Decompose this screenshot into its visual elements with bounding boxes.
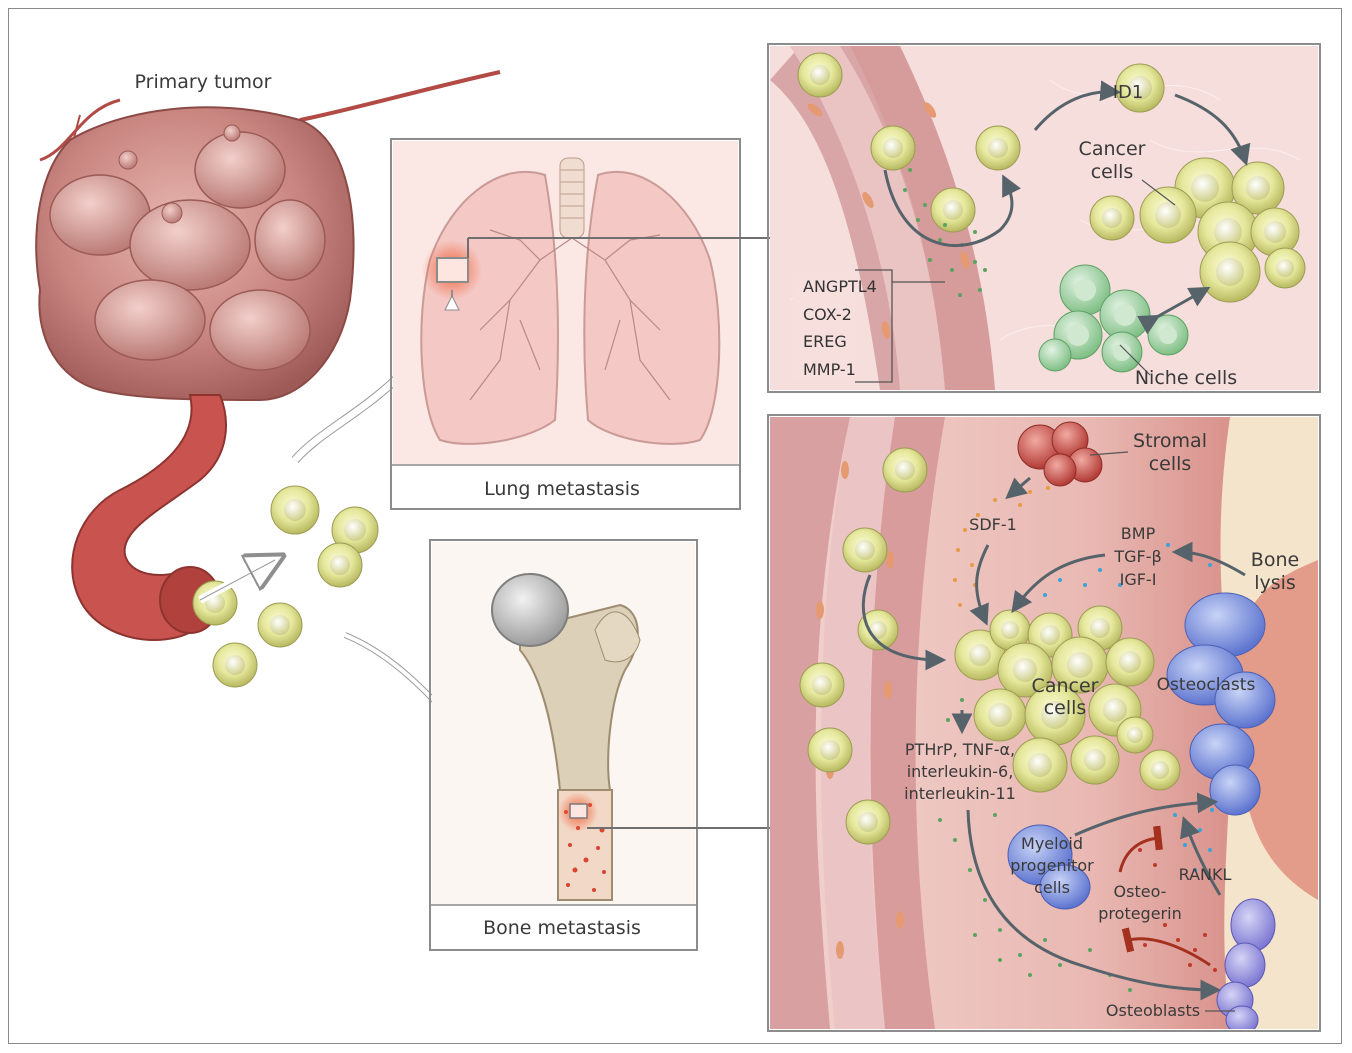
lung-panel: [391, 139, 740, 509]
igf-label: IGF-I: [1120, 570, 1157, 589]
bone-cancer-cells-label-line2: cells: [1044, 697, 1087, 719]
myeloid-label-line2: progenitor: [1010, 856, 1094, 875]
gene-angptl4: ANGPTL4: [803, 277, 877, 296]
pthrp-label-line3: interleukin-11: [904, 784, 1016, 803]
osteoprotegerin-label-line2: protegerin: [1098, 904, 1181, 923]
bone-lysis-label-line2: lysis: [1254, 572, 1296, 594]
bone-cancer-cells-label-line1: Cancer: [1032, 675, 1099, 697]
gene-mmp1: MMP-1: [803, 360, 856, 379]
primary-tumor-label: Primary tumor: [135, 71, 272, 93]
sdf1-label: SDF-1: [969, 515, 1017, 534]
niche-cells-label: Niche cells: [1135, 367, 1237, 389]
bmp-label: BMP: [1121, 524, 1156, 543]
lung-cancer-cells-label-line2: cells: [1091, 161, 1134, 183]
stromal-cells-label-line2: cells: [1149, 453, 1192, 475]
gene-cox2: COX-2: [803, 305, 852, 324]
lung-cancer-cells-label-line1: Cancer: [1079, 138, 1146, 160]
pthrp-label-line1: PTHrP, TNF-α,: [905, 740, 1015, 759]
gene-ereg: EREG: [803, 332, 847, 351]
tgf-beta-label: TGF-β: [1113, 547, 1161, 566]
id1-label: ID1: [1113, 82, 1144, 103]
osteoclasts-label: Osteoclasts: [1157, 675, 1256, 695]
stromal-cells-label-line1: Stromal: [1133, 430, 1207, 452]
bone-panel: [430, 540, 697, 950]
pthrp-label-line2: interleukin-6,: [907, 762, 1014, 781]
lung-metastasis-label: Lung metastasis: [484, 478, 640, 500]
osteoblasts-label: Osteoblasts: [1106, 1001, 1200, 1020]
myeloid-label-line3: cells: [1034, 878, 1070, 897]
osteoprotegerin-label-line1: Osteo-: [1114, 882, 1167, 901]
bone-metastasis-label: Bone metastasis: [483, 917, 641, 939]
myeloid-label-line1: Myeloid: [1021, 834, 1083, 853]
bone-lysis-label-line1: Bone: [1251, 549, 1299, 571]
rankl-label: RANKL: [1179, 865, 1232, 884]
bone-detail-panel: [770, 417, 1318, 1034]
